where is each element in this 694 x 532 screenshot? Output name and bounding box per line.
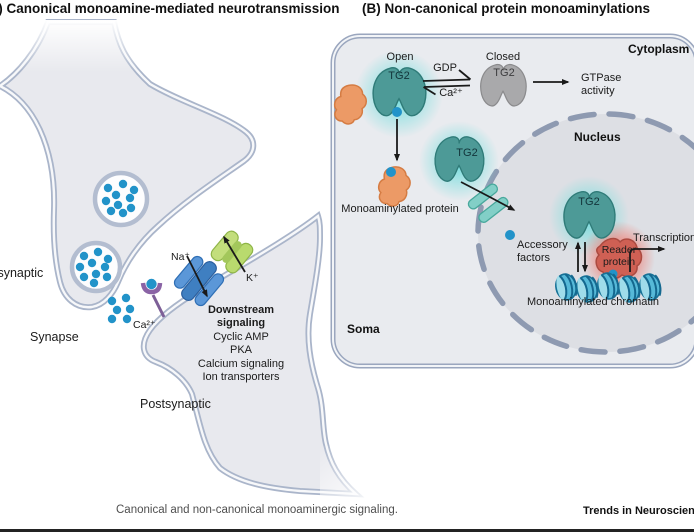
tg2-open-label: TG2	[388, 70, 410, 82]
tg2-closed-state-label: Closed	[485, 51, 521, 63]
reader-line-2: protein	[602, 255, 636, 268]
tg2-closed-label: TG2	[493, 67, 515, 79]
soma-label: Soma	[347, 322, 380, 336]
axon-fade	[10, 20, 150, 72]
gdp-arrow	[422, 69, 472, 82]
ca-label-synapse: Ca²⁺	[133, 319, 156, 331]
reader-protein-label: Reader protein	[596, 244, 642, 268]
downstream-head-1: Downstream	[207, 304, 275, 316]
nucleus-label: Nucleus	[574, 130, 621, 144]
presynaptic-terminal	[0, 19, 257, 311]
downstream-item: Cyclic AMP	[213, 330, 269, 343]
synaptic-vesicle	[69, 240, 123, 294]
downstream-signaling-block: Downstream signaling Cyclic AMP PKA Calc…	[177, 304, 305, 384]
transcription-label: Transcription	[633, 232, 694, 244]
accessory-factors-label: Accessory factors	[517, 239, 568, 266]
ca-label-tg2: Ca²⁺	[439, 87, 463, 99]
released-monoamine-dots	[107, 293, 135, 324]
accessory-line-1: Accessory	[517, 239, 568, 251]
calcium-receptor-icon	[140, 278, 166, 318]
downstream-item: PKA	[229, 344, 252, 357]
dendrite-fade	[320, 446, 380, 500]
na-influx-arrow	[186, 255, 208, 298]
panel-a-title: (A) Canonical monoamine-mediated neurotr…	[0, 1, 340, 16]
monoamine-dot	[505, 230, 515, 240]
monoamine-dot	[146, 278, 157, 290]
postsynaptic-label: Postsynaptic	[140, 397, 211, 411]
k-efflux-arrow	[223, 235, 246, 273]
tg2-cytoplasm-label: TG2	[456, 147, 478, 159]
gdp-label: GDP	[433, 62, 457, 74]
na-label: Na⁺	[171, 251, 190, 263]
ca-arrow	[423, 84, 471, 96]
k-label: K⁺	[246, 272, 259, 284]
transcription-arrow	[629, 246, 666, 272]
monoaminylated-protein-label: Monoaminylated protein	[341, 203, 459, 215]
nuclear-import-arrow	[460, 181, 516, 211]
tg2-nucleus-label: TG2	[578, 196, 600, 208]
journal-name: Trends in Neuroscience	[583, 505, 694, 517]
presynaptic-label: Presynaptic	[0, 266, 44, 280]
postsynaptic-dendrite	[140, 211, 365, 498]
tg2-open-state-label: Open	[386, 51, 414, 63]
synaptic-vesicle	[92, 170, 150, 228]
downstream-item: Ion transporters	[202, 371, 280, 384]
bottom-rule	[0, 529, 694, 532]
accessory-line-2: factors	[517, 252, 551, 265]
monoamine-dot	[392, 107, 402, 117]
panel-b-title: (B) Non-canonical protein monoaminylatio…	[362, 1, 651, 16]
gtpase-line-1: GTPase	[581, 72, 622, 84]
cytoplasm-label: Cytoplasm	[628, 42, 690, 56]
monoamine-dot	[386, 167, 396, 177]
reader-line-1: Reader	[601, 244, 637, 256]
downstream-head-2: signaling	[216, 317, 266, 330]
figure-caption: Canonical and non-canonical monoaminergi…	[116, 504, 398, 516]
monoaminylated-chromatin-label: Monoaminylated chromatin	[526, 296, 660, 308]
gtpase-line-2: activity	[581, 85, 615, 98]
synapse-label: Synapse	[30, 330, 79, 344]
gtpase-activity-label: GTPase activity	[581, 72, 621, 99]
downstream-item: Calcium signaling	[197, 357, 285, 370]
